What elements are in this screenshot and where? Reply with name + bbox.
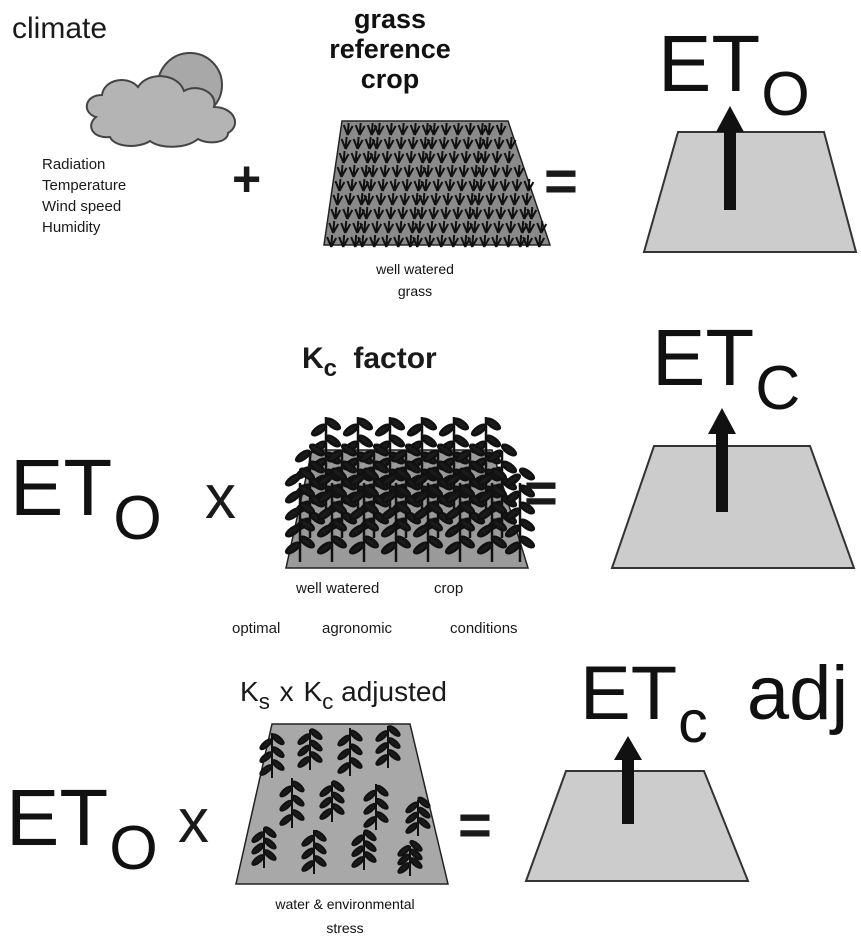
- kc-title-rest: factor: [353, 342, 437, 375]
- equals-sign-2: =: [524, 461, 558, 526]
- etc-adj-plate: [524, 770, 750, 882]
- times-sign-row3: x: [178, 787, 209, 856]
- factor-temperature: Temperature: [42, 177, 127, 194]
- kc-title-sub-row3: c: [322, 688, 334, 714]
- eto-lhs-row3-main: ET: [6, 773, 109, 862]
- kc-title-k: K: [302, 342, 324, 375]
- crop-caption-well-watered: well watered: [296, 580, 380, 597]
- climate-factors: Radiation Temperature Wind speed Humidit…: [42, 154, 126, 238]
- stress-caption: water & environmental stress: [225, 892, 465, 940]
- grass-crop-title-line-2: reference: [329, 34, 451, 64]
- etc-adj-result-sub: c: [678, 687, 708, 755]
- eto-lhs-row3: ETO: [6, 778, 158, 880]
- factor-radiation: Radiation: [42, 156, 106, 173]
- eto-arrow-icon: [716, 106, 744, 210]
- grass-plot-illustration: [323, 120, 552, 248]
- ks-title-k: K: [240, 676, 259, 707]
- cloud-sun-icon: [86, 52, 236, 148]
- grass-caption-line-2: grass: [397, 283, 433, 299]
- factor-wind-speed: Wind speed: [42, 198, 122, 215]
- grass-caption-line-1: well watered: [376, 261, 454, 277]
- etc-result-sub: C: [755, 353, 801, 423]
- crop-caption-conditions: conditions: [450, 620, 518, 637]
- etc-result: ETC: [652, 318, 800, 420]
- crop-caption-optimal: optimal: [232, 620, 281, 637]
- kc-title-sub: c: [323, 355, 338, 383]
- plus-sign: +: [232, 151, 262, 207]
- eto-result-main: ET: [658, 19, 761, 108]
- ks-kc-adjusted-title: Ks x Kc adjusted: [240, 676, 447, 714]
- stressed-crop-illustration: [235, 723, 449, 885]
- climate-label: climate: [12, 12, 108, 45]
- crop-caption-crop: crop: [434, 580, 464, 597]
- stress-caption-line-2: stress: [326, 920, 364, 936]
- crop-caption-agronomic: agronomic: [322, 620, 393, 637]
- etc-adj-result-main: ET: [580, 651, 678, 736]
- ks-title-sub: s: [258, 688, 270, 714]
- grass-crop-title: grass reference crop: [295, 4, 485, 94]
- adjusted-title-rest: adjusted: [341, 676, 447, 707]
- ks-title-x: x: [279, 676, 294, 707]
- grass-crop-title-line-1: grass: [353, 4, 427, 34]
- eto-result-sub: O: [761, 59, 810, 129]
- equals-sign-3: =: [458, 793, 492, 858]
- eto-plate: [642, 131, 858, 253]
- etc-plate: [610, 445, 856, 569]
- kc-factor-title: Kc factor: [302, 342, 437, 382]
- etc-adj-result-suffix: adj: [746, 651, 849, 736]
- stress-caption-line-1: water & environmental: [275, 896, 415, 912]
- etc-adj-arrow-icon: [614, 736, 642, 824]
- kc-title-k-row3: K: [303, 676, 323, 707]
- grass-crop-title-line-3: crop: [360, 64, 420, 94]
- crop-plot-illustration: [284, 417, 536, 569]
- grass-caption: well watered grass: [345, 258, 485, 302]
- etc-arrow-icon: [708, 408, 736, 512]
- factor-humidity: Humidity: [42, 219, 101, 236]
- times-sign-row2: x: [205, 463, 236, 532]
- etc-adj-result: ETc adj: [580, 656, 848, 751]
- etc-result-main: ET: [652, 313, 755, 402]
- eto-lhs-row3-sub: O: [109, 813, 158, 883]
- eto-result: ETO: [658, 24, 810, 126]
- eto-lhs-row2: ETO: [10, 448, 162, 550]
- equals-sign-1: =: [544, 149, 578, 214]
- eto-lhs-row2-main: ET: [10, 443, 113, 532]
- eto-lhs-row2-sub: O: [113, 483, 162, 553]
